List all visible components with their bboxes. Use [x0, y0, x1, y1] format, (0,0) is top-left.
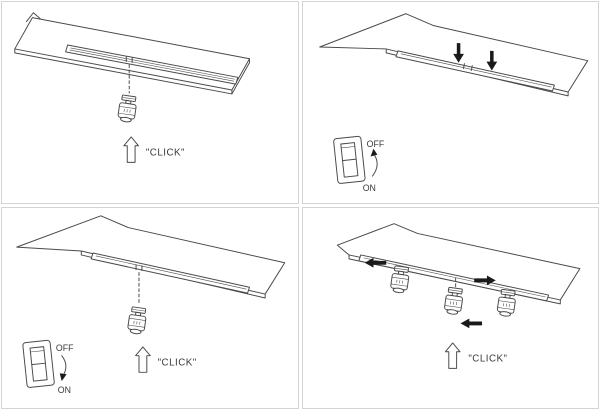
click-label: "CLICK" — [158, 357, 197, 368]
off-label: OFF — [56, 342, 74, 352]
step-1-drawing: "CLICK" — [14, 12, 250, 163]
up-arrow-icon — [135, 345, 151, 373]
slide-left-arrow-icon — [460, 318, 482, 328]
panel-step-4: "CLICK" — [301, 206, 599, 409]
toggle-arrow — [61, 354, 67, 377]
track-slot — [65, 44, 239, 85]
off-label: OFF — [366, 139, 384, 149]
spotlight-fixture — [126, 305, 148, 335]
step-3-drawing: "CLICK" OFF ON — [16, 214, 286, 394]
panel-step-3: "CLICK" OFF ON — [1, 206, 299, 409]
ceiling-track-drawing — [14, 12, 250, 95]
toggle-arrowhead-icon — [370, 148, 377, 157]
on-label: ON — [362, 183, 375, 193]
spotlight-fixture — [495, 288, 517, 318]
on-label: ON — [58, 384, 71, 394]
ceiling-track-drawing — [16, 214, 286, 298]
toggle-arrowhead-icon — [59, 372, 67, 381]
step-2-drawing: OFF ON — [318, 13, 588, 193]
toggle-arrow — [371, 153, 378, 177]
wall-switch: OFF ON — [332, 135, 384, 193]
spotlight-fixture — [116, 94, 138, 124]
spotlight-fixture — [388, 264, 411, 294]
click-label: "CLICK" — [468, 353, 507, 364]
up-arrow-icon — [123, 136, 139, 163]
up-arrow-icon — [444, 341, 461, 369]
click-label: "CLICK" — [146, 148, 185, 159]
track-slot — [394, 50, 555, 92]
switch-body — [22, 339, 56, 388]
wall-switch: OFF ON — [22, 339, 74, 394]
step-4-drawing: "CLICK" — [336, 222, 580, 369]
panel-step-1: "CLICK" — [1, 1, 299, 204]
ceiling-track-drawing — [318, 13, 588, 97]
switch-body — [332, 135, 366, 185]
panel-step-2: OFF ON — [301, 1, 599, 204]
ceiling-track-drawing — [336, 222, 580, 304]
spotlight-fixture — [442, 286, 464, 316]
track-slot — [90, 252, 250, 294]
